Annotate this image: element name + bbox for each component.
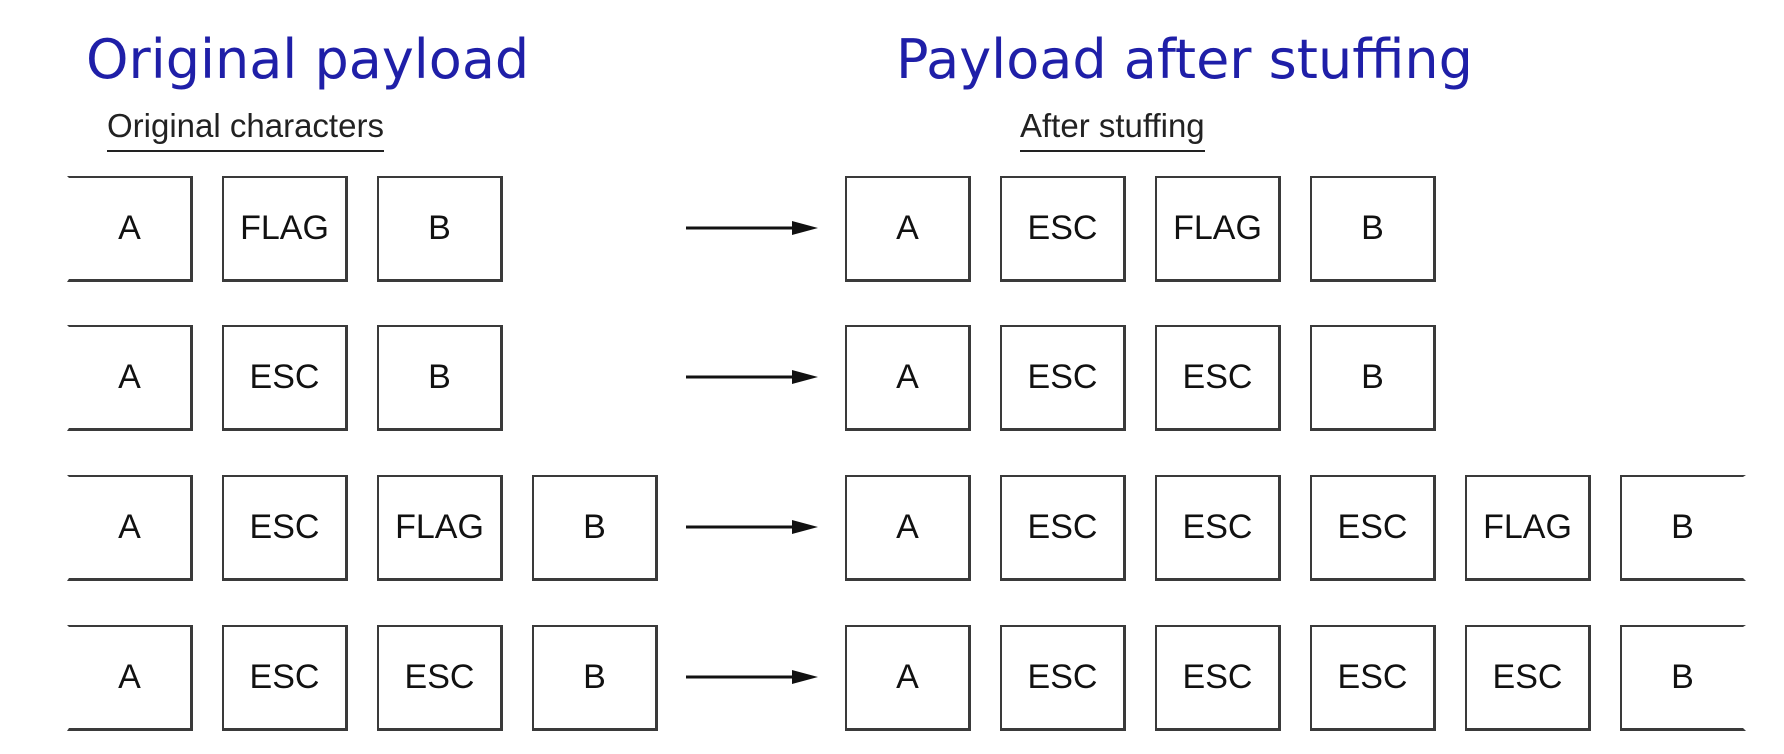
stuffed-char-box: ESC xyxy=(1000,475,1126,581)
after-stuffing-label: After stuffing xyxy=(1020,106,1205,152)
original-char-box: B xyxy=(532,475,658,581)
original-char-box: A xyxy=(67,625,193,731)
stuffed-char-box: ESC xyxy=(1000,176,1126,282)
stuffed-char-box: FLAG xyxy=(1465,475,1591,581)
example-row-1: A FLAG B A ESC FLAG B xyxy=(0,176,1784,288)
original-char-box: ESC xyxy=(222,625,348,731)
right-arrow-icon xyxy=(686,221,818,235)
original-char-box: B xyxy=(377,325,503,431)
stuffed-char-box: ESC xyxy=(1465,625,1591,731)
original-char-box: A xyxy=(67,325,193,431)
original-char-box: FLAG xyxy=(222,176,348,282)
original-characters-label: Original characters xyxy=(107,106,384,152)
right-arrow-icon xyxy=(686,670,818,684)
original-char-box: B xyxy=(377,176,503,282)
right-arrow-icon xyxy=(686,520,818,534)
stuffed-char-box: ESC xyxy=(1310,475,1436,581)
stuffed-char-box: ESC xyxy=(1310,625,1436,731)
original-char-box: ESC xyxy=(222,325,348,431)
stuffed-char-box: ESC xyxy=(1000,625,1126,731)
example-row-3: A ESC FLAG B A ESC ESC ESC FLAG B xyxy=(0,475,1784,587)
stuffed-char-box: A xyxy=(845,176,971,282)
stuffed-char-box: B xyxy=(1310,325,1436,431)
original-char-box: FLAG xyxy=(377,475,503,581)
stuffed-char-box: B xyxy=(1620,475,1746,581)
right-arrow-icon xyxy=(686,370,818,384)
stuffed-char-box: A xyxy=(845,475,971,581)
stuffed-payload-heading: Payload after stuffing xyxy=(896,28,1473,91)
stuffed-char-box: ESC xyxy=(1155,475,1281,581)
original-char-box: ESC xyxy=(222,475,348,581)
stuffed-char-box: ESC xyxy=(1000,325,1126,431)
original-char-box: A xyxy=(67,475,193,581)
stuffed-char-box: B xyxy=(1620,625,1746,731)
stuffed-char-box: B xyxy=(1310,176,1436,282)
original-char-box: B xyxy=(532,625,658,731)
stuffed-char-box: A xyxy=(845,325,971,431)
original-char-box: ESC xyxy=(377,625,503,731)
stuffed-char-box: A xyxy=(845,625,971,731)
example-row-4: A ESC ESC B A ESC ESC ESC ESC B xyxy=(0,625,1784,737)
stuffed-char-box: ESC xyxy=(1155,625,1281,731)
stuffed-char-box: FLAG xyxy=(1155,176,1281,282)
original-char-box: A xyxy=(67,176,193,282)
original-payload-heading: Original payload xyxy=(86,28,530,91)
stuffed-char-box: ESC xyxy=(1155,325,1281,431)
example-row-2: A ESC B A ESC ESC B xyxy=(0,325,1784,437)
